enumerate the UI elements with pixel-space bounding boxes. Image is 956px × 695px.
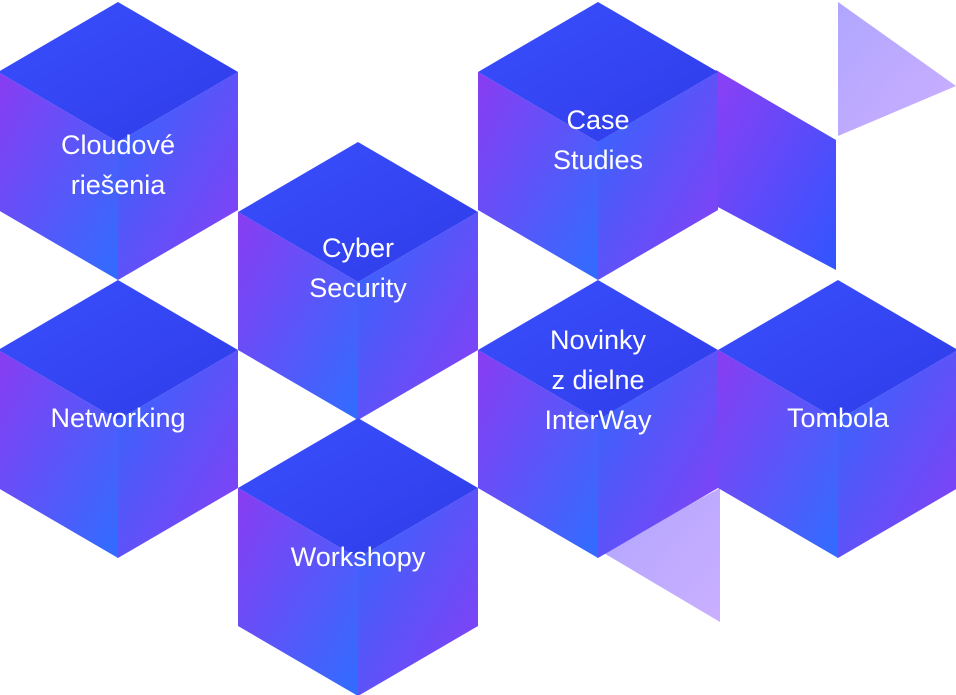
decorative-triangle-top-right xyxy=(838,2,956,136)
cube-face-left xyxy=(718,350,838,558)
cube-tombola[interactable]: Tombola xyxy=(718,280,956,558)
cube-networking[interactable]: Networking xyxy=(0,280,238,558)
decorative-triangle-bottom xyxy=(602,488,720,622)
cube-face-left xyxy=(0,351,118,558)
cube-face-left xyxy=(0,73,118,280)
cube-face-top xyxy=(0,280,238,420)
cube-face-left xyxy=(478,72,598,280)
cube-face-top xyxy=(238,142,478,282)
cube-face-right xyxy=(598,350,718,558)
cube-face-left xyxy=(238,488,358,695)
cube-face-top xyxy=(718,280,956,420)
cube-face-top xyxy=(478,2,718,142)
cube-face-top xyxy=(478,280,718,420)
cube-face-right xyxy=(358,488,478,695)
cube-face-top xyxy=(0,2,238,142)
cube-face-left xyxy=(238,212,358,420)
cube-face-right xyxy=(358,212,478,420)
cube-workshops[interactable]: Workshopy xyxy=(238,418,478,695)
decorative-panel-right xyxy=(716,70,836,270)
cube-face-right xyxy=(118,350,238,558)
cube-face-right xyxy=(598,72,718,280)
cube-face-top xyxy=(238,418,478,558)
cube-face-right xyxy=(118,72,238,280)
cube-face-left xyxy=(478,350,598,558)
cube-face-right xyxy=(838,351,956,558)
